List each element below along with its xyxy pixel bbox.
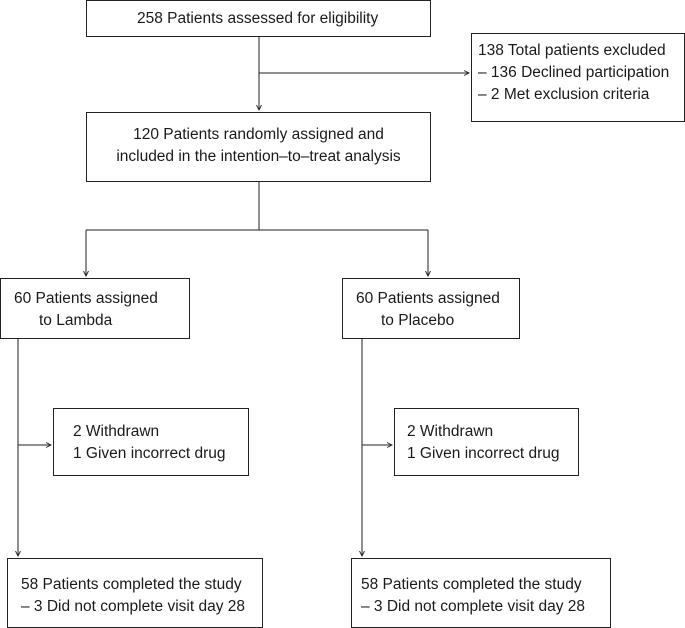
placebo-withdrawn-line-1: 2 Withdrawn (407, 423, 494, 440)
placebo-withdrawn-line-2: 1 Given incorrect drug (407, 445, 560, 462)
assessed-line-1: 258 Patients assessed for eligibility (137, 10, 379, 27)
placebo-assigned-box: 60 Patients assigned to Placebo (342, 278, 520, 339)
placebo-assigned-line-2: to Placebo (381, 312, 455, 329)
randomized-line-2: included in the intention–to–treat analy… (116, 148, 401, 165)
lambda-withdrawn-box: 2 Withdrawn 1 Given incorrect drug (53, 408, 249, 476)
placebo-completed-box: 58 Patients completed the study – 3 Did … (351, 558, 611, 628)
lambda-completed-box: 58 Patients completed the study – 3 Did … (7, 558, 263, 628)
placebo-completed-line-2: – 3 Did not complete visit day 28 (361, 598, 586, 615)
excluded-box: 138 Total patients excluded – 136 Declin… (471, 33, 685, 122)
placebo-completed-line-1: 58 Patients completed the study (361, 576, 582, 593)
lambda-withdrawn-line-2: 1 Given incorrect drug (73, 445, 226, 462)
excluded-line-2: – 136 Declined participation (478, 64, 670, 81)
randomized-box: 120 Patients randomly assigned and inclu… (86, 112, 431, 182)
lambda-completed-line-1: 58 Patients completed the study (21, 576, 242, 593)
excluded-line-3: – 2 Met exclusion criteria (478, 86, 650, 103)
lambda-assigned-line-2: to Lambda (39, 312, 113, 329)
randomized-line-1: 120 Patients randomly assigned and (133, 126, 384, 143)
excluded-line-1: 138 Total patients excluded (478, 42, 666, 59)
assessed-box: 258 Patients assessed for eligibility (86, 0, 431, 37)
lambda-completed-line-2: – 3 Did not complete visit day 28 (21, 598, 246, 615)
placebo-withdrawn-box: 2 Withdrawn 1 Given incorrect drug (394, 408, 579, 476)
lambda-withdrawn-line-1: 2 Withdrawn (73, 423, 160, 440)
lambda-assigned-box: 60 Patients assigned to Lambda (0, 278, 190, 339)
lambda-assigned-line-1: 60 Patients assigned (14, 290, 158, 307)
placebo-assigned-line-1: 60 Patients assigned (356, 290, 500, 307)
